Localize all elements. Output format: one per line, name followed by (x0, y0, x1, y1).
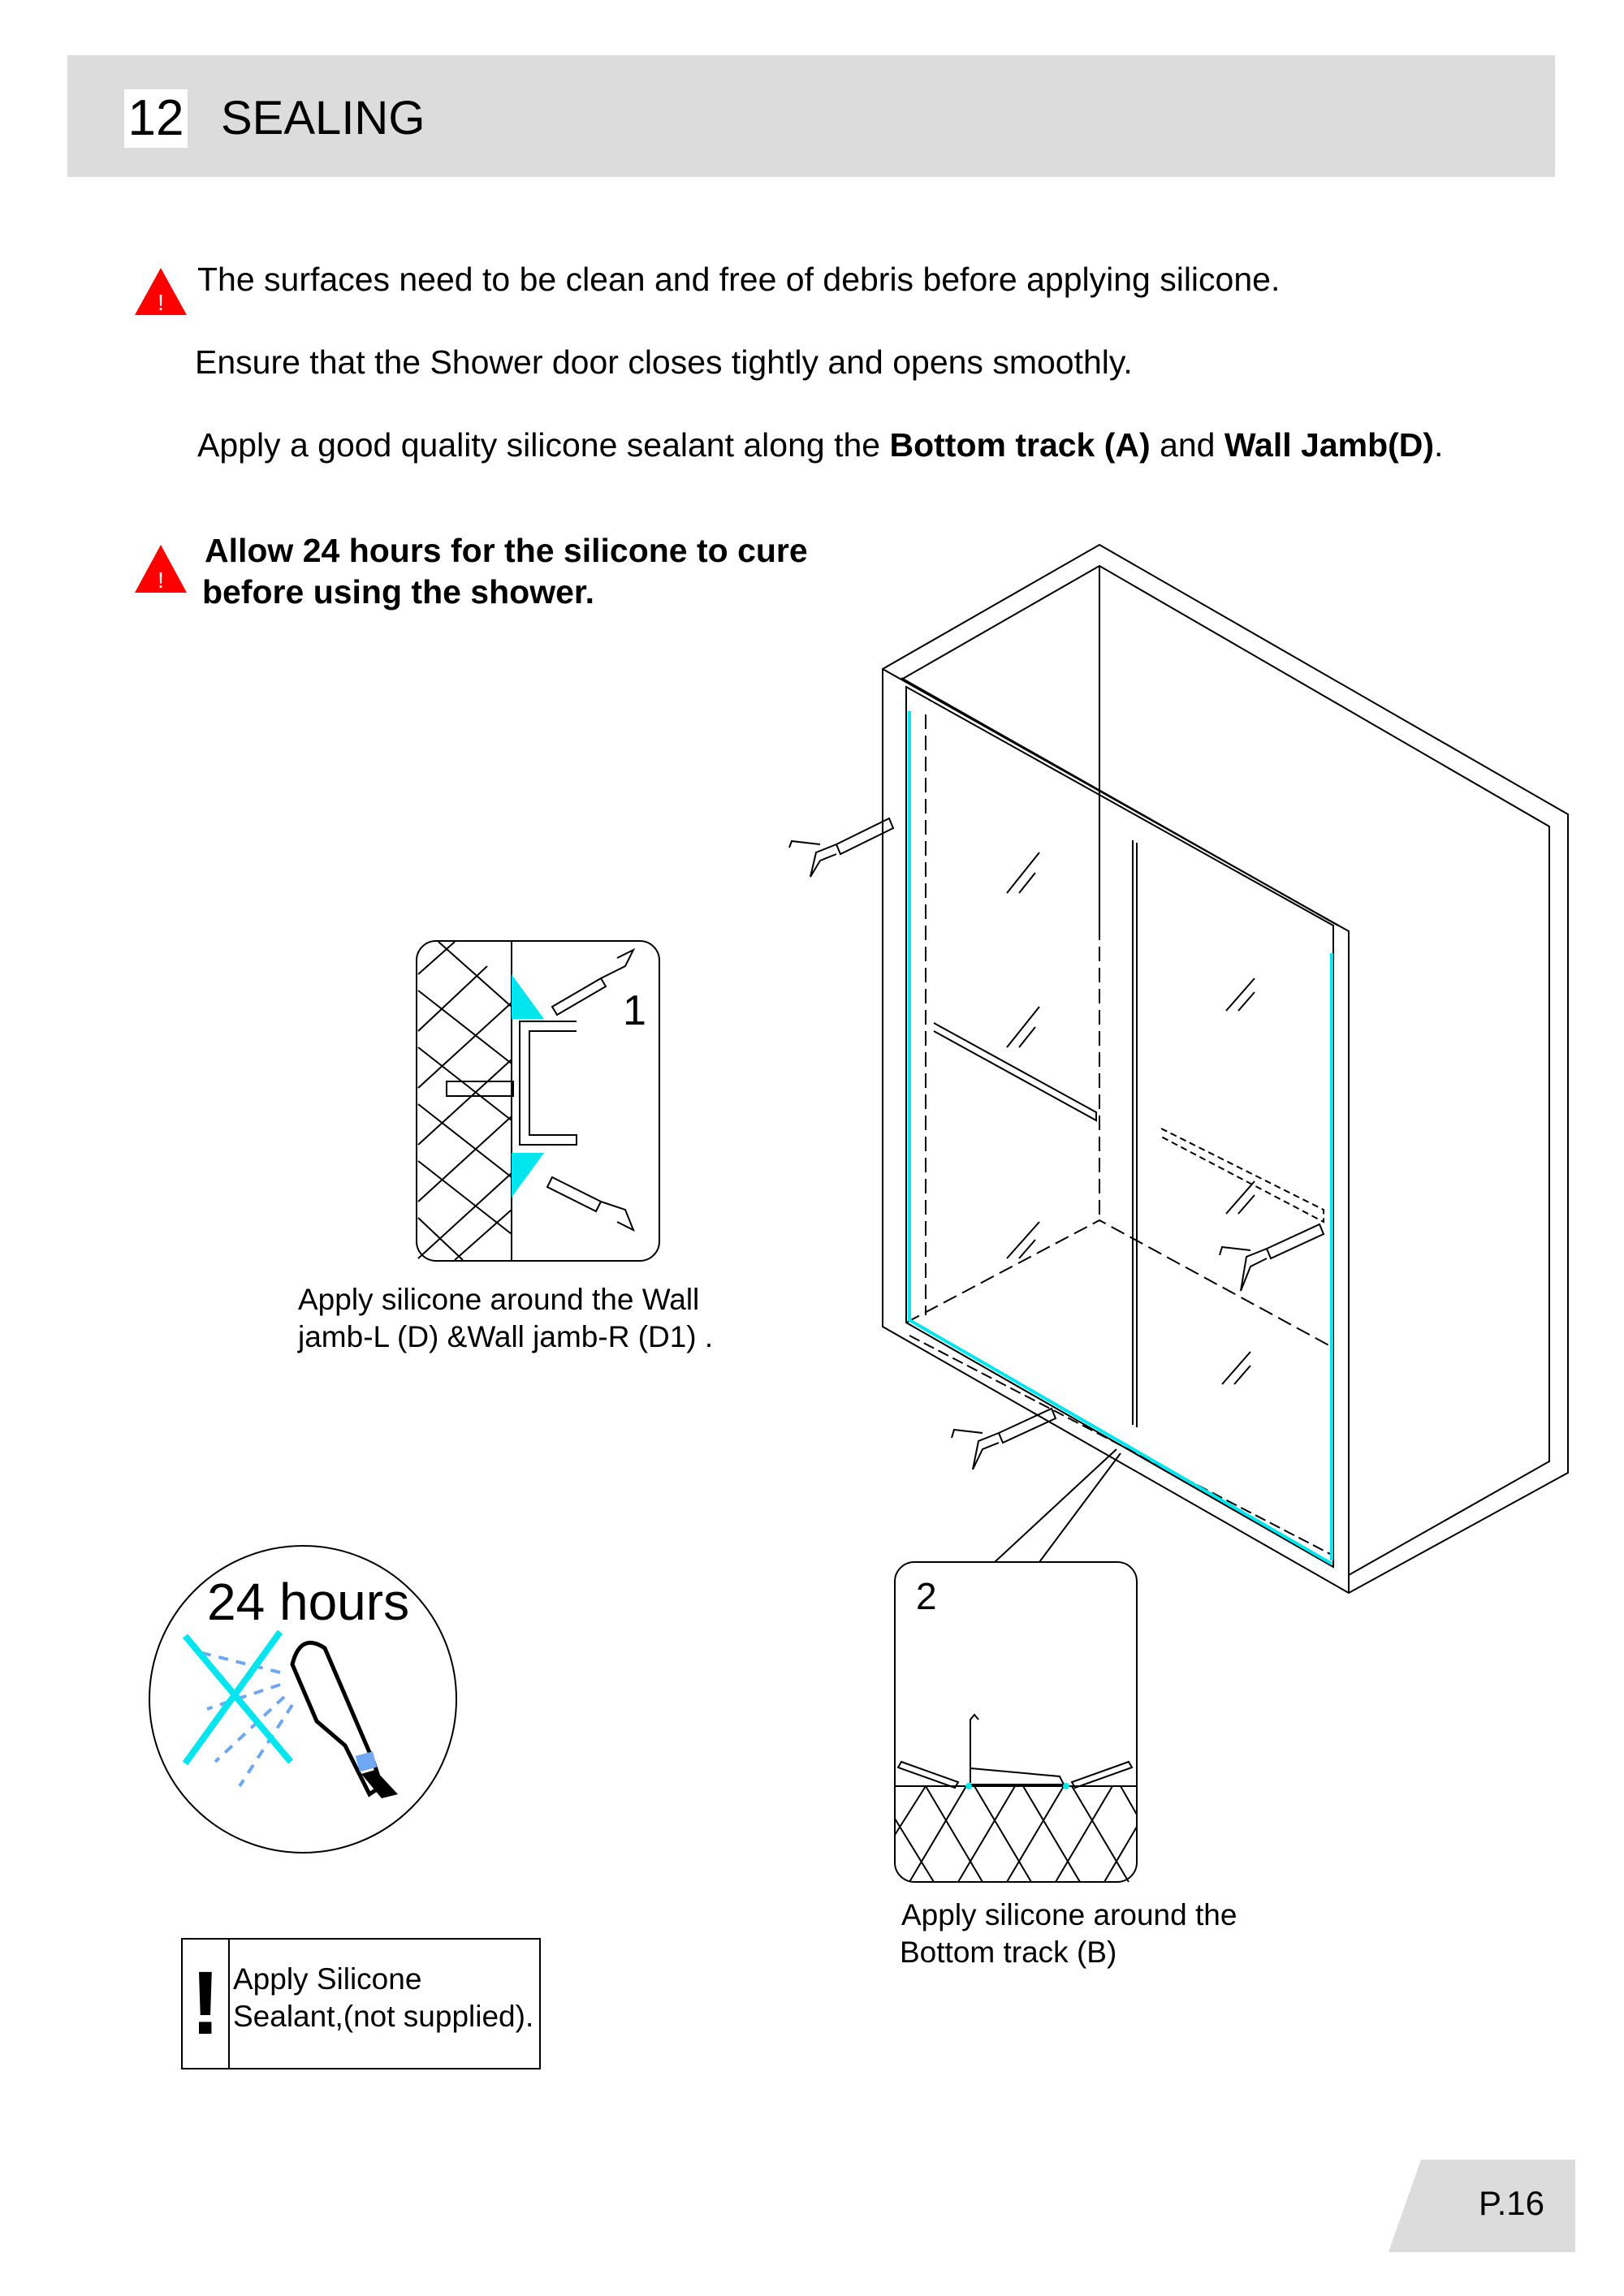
text: and (1150, 426, 1224, 464)
detail-2-caption-line1: Apply silicone around the (901, 1898, 1237, 1931)
text: Apply a good quality silicone sealant al… (197, 426, 890, 464)
bottom-track-label: Bottom track (A) (889, 426, 1151, 464)
cure-label: 24 hours (207, 1573, 409, 1631)
sealant-note-box: ! Apply Silicone Sealant,(not supplied). (181, 1938, 541, 2069)
detail-1-wall-jamb (416, 940, 660, 1262)
warning-icon: ! (135, 268, 187, 315)
detail-1-caption-line2: jamb-L (D) &Wall jamb-R (D1) . (298, 1320, 714, 1353)
silicone-bead (965, 1783, 972, 1789)
detail-2-caption-line2: Bottom track (B) (900, 1936, 1117, 1969)
step-number: 12 (124, 89, 188, 148)
section-title: SEALING (221, 92, 425, 145)
exclamation-icon: ! (183, 1940, 230, 2068)
no-shower-24h-icon: 24 hours (149, 1545, 457, 1854)
note-line2: Sealant,(not supplied). (233, 2000, 534, 2033)
section-header (67, 55, 1555, 177)
caulk-gun-icon (1219, 1223, 1325, 1292)
detail-2-bottom-track (894, 1561, 1138, 1883)
instruction-clean-surfaces: The surfaces need to be clean and free o… (197, 261, 1281, 298)
wall-jamb-label: Wall Jamb(D) (1224, 426, 1435, 464)
silicone-bead-lines (908, 711, 1333, 1565)
silicone-bead (1063, 1783, 1069, 1789)
page-number: P.16 (1479, 2184, 1544, 2222)
instruction-apply-sealant: Apply a good quality silicone sealant al… (197, 425, 1443, 464)
detail-2-number: 2 (916, 1575, 937, 1617)
warning-icon: ! (135, 545, 187, 593)
cure-warning-line1: Allow 24 hours for the silicone to cure (205, 532, 808, 569)
silicone-bead (512, 1153, 544, 1198)
caulk-gun-icon (951, 1407, 1057, 1470)
instruction-door-check: Ensure that the Shower door closes tight… (195, 343, 1133, 381)
detail-1-number: 1 (623, 987, 646, 1034)
text: . (1434, 426, 1444, 464)
note-line1: Apply Silicone (233, 1962, 422, 1996)
page-number-tab: P.16 (1389, 2160, 1575, 2252)
detail-1-caption-line1: Apply silicone around the Wall (298, 1283, 700, 1316)
note-text: Apply Silicone Sealant,(not supplied). (233, 1961, 533, 2035)
caulk-gun-icon (788, 817, 895, 878)
svg-text:!: ! (158, 290, 164, 315)
silicone-bead (512, 974, 544, 1019)
page-tab-shape (1389, 2160, 1575, 2252)
cure-warning-line2: before using the shower. (202, 573, 594, 611)
caulk-gun-icon (546, 947, 636, 1232)
svg-text:!: ! (158, 568, 164, 593)
shower-enclosure-illustration (882, 543, 1569, 1595)
